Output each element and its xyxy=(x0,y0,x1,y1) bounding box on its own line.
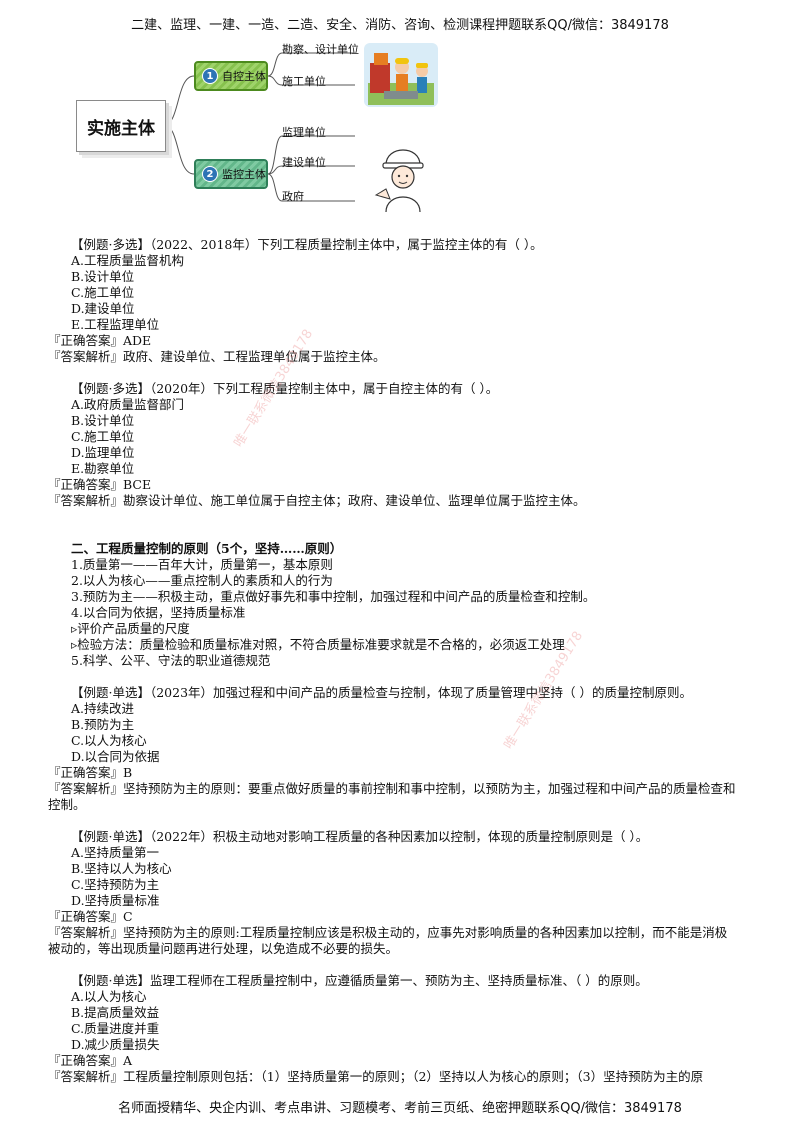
text-line: C.施工单位 xyxy=(71,285,135,300)
text-line: 3.预防为主——积极主动，重点做好事先和事中控制，加强过程和中间产品的质量检查和… xyxy=(71,589,596,604)
leaf-survey-design: 勘察、设计单位 xyxy=(282,43,359,56)
text-line: 1.质量第一——百年大计，质量第一，基本原则 xyxy=(71,557,333,572)
inspector-illustration xyxy=(374,149,424,213)
leaf-construction: 施工单位 xyxy=(282,75,326,88)
text-line: 『答案解析』坚持预防为主的原则:工程质量控制应该是积极主动的，应事先对影响质量的… xyxy=(48,925,728,940)
text-line: 『正确答案』BCE xyxy=(48,477,152,492)
text-line: D.建设单位 xyxy=(71,301,135,316)
text-line: 『正确答案』ADE xyxy=(48,333,152,348)
text-line: 【例题·多选】（2022、2018年）下列工程质量控制主体中，属于监控主体的有（… xyxy=(71,237,543,252)
text-line: E.勘察单位 xyxy=(71,461,135,476)
text-line: A.持续改进 xyxy=(71,701,135,716)
text-line: B.坚持以人为核心 xyxy=(71,861,172,876)
text-line: B.设计单位 xyxy=(71,269,135,284)
mind-map-diagram: 实施主体 1 自控主体 2 监控主体 勘察、设计单位 施工单位 监理单位 建设单… xyxy=(0,35,800,215)
text-line: 『答案解析』勘察设计单位、施工单位属于自控主体；政府、建设单位、监理单位属于监控… xyxy=(48,493,586,508)
text-line: A.政府质量监督部门 xyxy=(71,397,185,412)
text-line: ▹检验方法：质量检验和质量标准对照，不符合质量标准要求就是不合格的，必须返工处理 xyxy=(71,637,565,652)
text-line: 『正确答案』C xyxy=(48,909,133,924)
text-line: ▹评价产品质量的尺度 xyxy=(71,621,190,636)
text-line: 【例题·单选】（2023年）加强过程和中间产品的质量检查与控制，体现了质量管理中… xyxy=(71,685,693,700)
node-label: 监控主体 xyxy=(222,168,266,181)
root-node: 实施主体 xyxy=(76,100,166,152)
text-line: 二、工程质量控制的原则（5个，坚持……原则） xyxy=(71,541,343,556)
leaf-owner: 建设单位 xyxy=(282,156,326,169)
text-line: 『答案解析』坚持预防为主的原则：要重点做好质量的事前控制和事中控制，以预防为主，… xyxy=(48,781,736,796)
text-line: E.工程监理单位 xyxy=(71,317,160,332)
text-line: A.坚持质量第一 xyxy=(71,845,160,860)
number-badge: 2 xyxy=(202,166,218,182)
text-line: 【例题·单选】（2022年）积极主动地对影响工程质量的各种因素加以控制，体现的质… xyxy=(71,829,649,844)
text-line: 控制。 xyxy=(48,797,86,812)
text-line: D.坚持质量标准 xyxy=(71,893,160,908)
text-line: C.质量进度并重 xyxy=(71,1021,160,1036)
text-line: B.提高质量效益 xyxy=(71,1005,160,1020)
text-line: B.设计单位 xyxy=(71,413,135,428)
text-line: D.监理单位 xyxy=(71,445,135,460)
text-line: 【例题·单选】监理工程师在工程质量控制中，应遵循质量第一、预防为主、坚持质量标准… xyxy=(71,973,648,988)
construction-workers-illustration xyxy=(364,43,438,107)
text-line: 『正确答案』B xyxy=(48,765,133,780)
text-line: 被动的，等出现质量问题再进行处理，以免造成不必要的损失。 xyxy=(48,941,399,956)
text-line: 【例题·多选】（2020年）下列工程质量控制主体中，属于自控主体的有（ ）。 xyxy=(71,381,499,396)
text-line: 4.以合同为依据，坚持质量标准 xyxy=(71,605,246,620)
number-badge: 1 xyxy=(202,68,218,84)
text-line: A.以人为核心 xyxy=(71,989,147,1004)
text-line: D.以合同为依据 xyxy=(71,749,160,764)
text-line: 『答案解析』工程质量控制原则包括：（1）坚持质量第一的原则；（2）坚持以人为核心… xyxy=(48,1069,704,1084)
text-line: C.以人为核心 xyxy=(71,733,147,748)
text-line: C.坚持预防为主 xyxy=(71,877,160,892)
text-line: 『正确答案』A xyxy=(48,1053,133,1068)
text-line: 5.科学、公平、守法的职业道德规范 xyxy=(71,653,271,668)
page-footer: 名师面授精华、央企内训、考点串讲、习题模考、考前三页纸、绝密押题联系QQ/微信：… xyxy=(118,1101,682,1116)
leaf-supervisor: 监理单位 xyxy=(282,126,326,139)
node-label: 自控主体 xyxy=(222,70,266,83)
text-line: A.工程质量监督机构 xyxy=(71,253,185,268)
text-line: B.预防为主 xyxy=(71,717,135,732)
text-line: C.施工单位 xyxy=(71,429,135,444)
page-header: 二建、监理、一建、一造、二造、安全、消防、咨询、检测课程押题联系QQ/微信：38… xyxy=(131,18,669,33)
diagram-connectors xyxy=(163,52,355,202)
supervision-node: 2 监控主体 xyxy=(194,159,268,189)
text-line: 『答案解析』政府、建设单位、工程监理单位属于监控主体。 xyxy=(48,349,386,364)
self-control-node: 1 自控主体 xyxy=(194,61,268,91)
text-line: D.减少质量损失 xyxy=(71,1037,160,1052)
text-line: 2.以人为核心——重点控制人的素质和人的行为 xyxy=(71,573,333,588)
leaf-government: 政府 xyxy=(282,190,304,203)
